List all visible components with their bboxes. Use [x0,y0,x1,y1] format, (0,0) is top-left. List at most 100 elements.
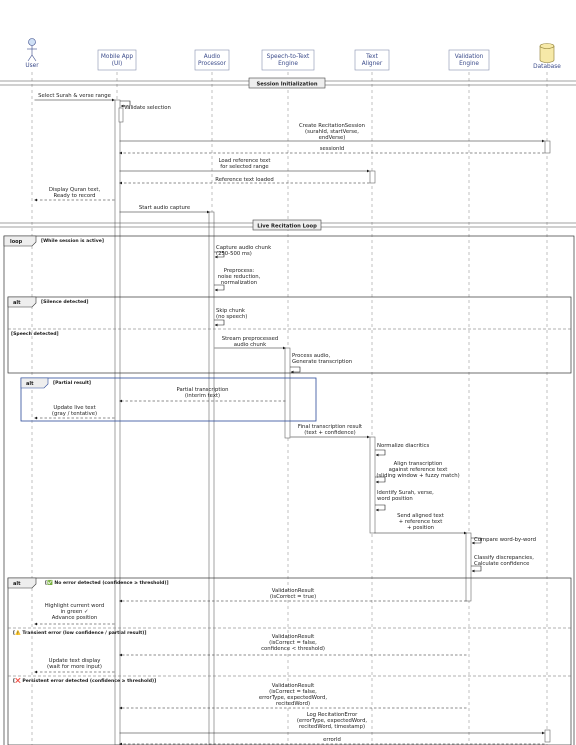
message-label: recitedWord) [276,701,310,707]
fragment-condition: [Silence detected] [41,299,89,305]
activation-app [114,99,121,745]
message: ValidationResult(isCorrect = true) [119,588,467,603]
message-label: normalization [221,280,257,286]
message-label: Align transcription [394,461,443,467]
message: ValidationResult(isCorrect = false,error… [119,683,467,710]
message-label: ValidationResult [272,588,315,594]
self-message-arrow [120,100,131,108]
participant-stt: Speech-to-Text Engine [261,49,315,71]
message: Capture audio chunk(250-500 ms) [214,245,272,259]
self-message-arrow [214,251,225,259]
message: Skip chunk(no speech) [214,308,247,327]
participant-label: Text [365,54,378,60]
fragment-keyword: loop [10,239,23,245]
message-label: Highlight current word [45,603,104,609]
message-label: against reference text [389,467,448,473]
participant-validator: Validation Engine [448,49,490,71]
message-label: (wait for more input) [47,664,102,670]
participant-aligner: Text Aligner [354,49,390,71]
message: Normalize diacritics [375,443,429,457]
message-label: Load reference text [219,158,271,164]
self-message-arrow [375,449,386,457]
message-label: (interim text) [185,393,220,399]
fragment-keyword: alt [13,300,21,306]
divider-label: Live Recitation Loop [257,224,317,230]
message-label: (no speech) [216,314,247,320]
self-message-arrow [214,319,225,327]
message-label: noise reduction, [218,274,261,280]
participant-label: (UI) [112,61,122,67]
message-label: Identify Surah, verse, [377,490,434,496]
fragment-condition: [Partial result] [53,380,91,386]
fragment-condition: [✅ No error detected (confidence ≥ thres… [45,579,169,586]
message-label: Start audio capture [139,205,190,211]
database-icon [539,46,555,63]
message: Final transcription result(text + confid… [290,424,370,439]
message: Update text display(wait for more input) [34,658,115,674]
message-label: Preprocess: [224,268,255,274]
message-label: Display Quran text, [49,187,101,193]
participant-user: User [25,38,39,69]
message-label: endVerse) [319,135,346,141]
message-label: Update live text [53,405,95,411]
message-label: + reference text [399,519,443,525]
self-message-arrow [375,476,386,484]
participant-label: Mobile App [101,54,134,60]
message-label: Final transcription result [298,424,362,430]
message-label: Advance position [52,615,97,621]
message: Classify discrepancies,Calculate confide… [471,555,534,573]
divider-session-init: Session Initialization [0,77,576,89]
message-label: (isCorrect = false, [269,689,317,695]
message-label: Compare word-by-word [474,537,536,543]
message: Compare word-by-word [471,537,536,545]
message: sessionId [119,146,545,155]
message-label: Generate transcription [292,359,352,365]
message-label: Log RecitationError [307,712,358,718]
message-label: Partial transcription [176,387,228,393]
message: ValidationResult(isCorrect = false,confi… [119,634,467,657]
message-label: word position [377,496,413,502]
message-label: + position [407,525,434,531]
self-message-arrow [375,504,386,512]
activation-validator [465,532,472,602]
message-label: Stream preprocessed [222,336,279,342]
participant-db: Database [533,43,561,70]
divider-label: Session Initialization [256,82,317,88]
message-label: (250-500 ms) [216,251,252,257]
participant-label: Validation [455,54,484,60]
message-label: (isCorrect = true) [270,594,316,600]
participant-label: Engine [459,61,479,67]
participant-app: Mobile App (UI) [97,49,137,71]
message-label: Select Surah & verse range [38,93,111,99]
message-label: (text + confidence) [304,430,355,436]
message-label: (sliding window + fuzzy match) [376,473,459,479]
participant-label: Aligner [362,61,383,67]
message-label: audio chunk [234,342,267,348]
message: Log RecitationError(errorType, expectedW… [119,712,545,735]
message-label: errorType, expectedWord, [259,695,328,701]
message-label: Capture audio chunk [216,245,272,251]
message-label: errorId [323,737,341,743]
message-label: Classify discrepancies, [474,555,534,561]
fragment-alt-partial: alt [Partial result] [20,377,317,422]
message-label: (gray / tentative) [52,411,97,417]
divider-live-loop: Live Recitation Loop [0,219,576,231]
message-label: ValidationResult [272,683,315,689]
message-label: Validate selection [124,105,171,111]
message-label: Normalize diacritics [377,443,429,449]
participant-label: User [25,63,39,69]
activation-stt [284,347,291,439]
message: Validate selection [120,100,171,111]
message-label: (surahId, startVerse, [305,129,359,135]
self-message-arrow [214,284,225,292]
message-label: recitedWord, timestamp) [299,724,365,730]
participant-label: Database [533,64,561,70]
message-label: Process audio, [292,353,330,359]
fragment-loop: loop [While session is active] [3,235,575,745]
message-label: confidence < threshold) [261,646,325,652]
message-label: (errorType, expectedWord, [297,718,368,724]
participant-label: Processor [198,61,227,67]
